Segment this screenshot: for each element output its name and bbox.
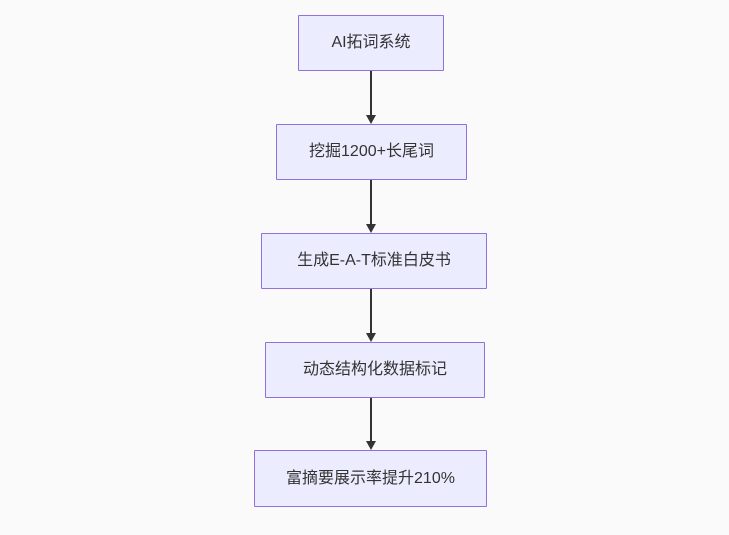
arrowhead-down-icon [365, 224, 376, 233]
arrowhead-down-icon [365, 441, 376, 450]
edge-arrow-4 [365, 398, 376, 450]
edge-arrow-1 [365, 71, 376, 124]
edge-line [369, 71, 372, 115]
node-structured-data-markup: 动态结构化数据标记 [265, 342, 485, 398]
node-eat-whitepaper: 生成E-A-T标准白皮书 [261, 233, 487, 289]
arrowhead-down-icon [365, 115, 376, 124]
edge-arrow-2 [365, 180, 376, 233]
edge-line [369, 289, 372, 333]
edge-line [369, 398, 372, 441]
node-rich-snippet-uplift: 富摘要展示率提升210% [254, 450, 487, 507]
node-longtail-keyword-mining: 挖掘1200+长尾词 [276, 124, 467, 180]
edge-arrow-3 [365, 289, 376, 342]
arrowhead-down-icon [365, 333, 376, 342]
node-ai-keyword-system: AI拓词系统 [298, 15, 444, 71]
edge-line [369, 180, 372, 224]
